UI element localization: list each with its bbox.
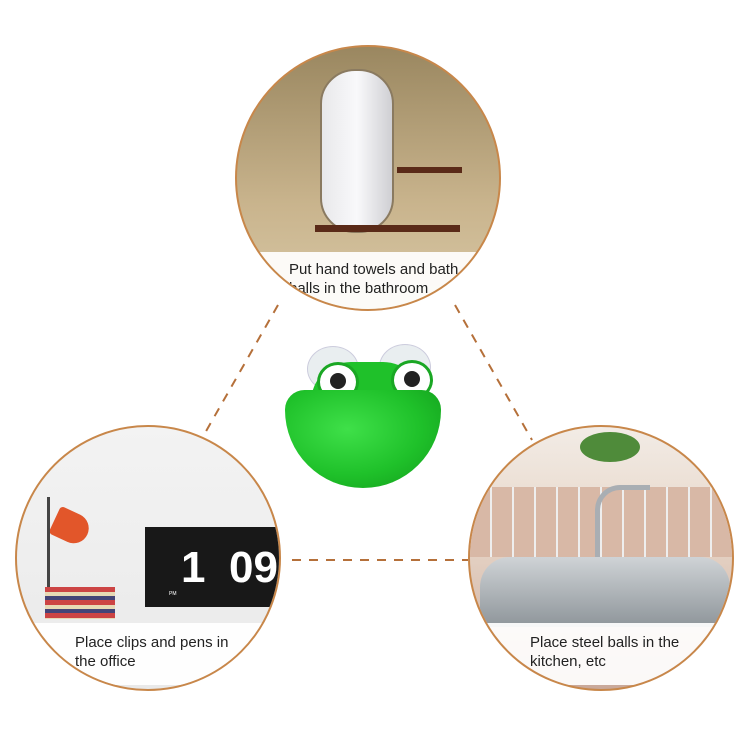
connector-top-left	[204, 304, 279, 434]
office-scene: PM 1 09 Place clips and pens in the offi…	[15, 425, 281, 691]
mirror	[320, 69, 394, 233]
sink	[480, 557, 730, 627]
plant	[580, 432, 640, 462]
bathroom-scene: Put hand towels and bath balls in the ba…	[235, 45, 501, 311]
faucet	[595, 485, 650, 560]
shelf-upper	[397, 167, 462, 173]
shelf-lower	[315, 225, 460, 232]
caption-kitchen: Place steel balls in the kitchen, etc	[530, 634, 680, 670]
frog-holder	[283, 340, 443, 490]
connector-top-right	[454, 304, 533, 441]
caption-bathroom: Put hand towels and bath balls in the ba…	[289, 261, 459, 297]
lamp-pole	[47, 497, 50, 597]
caption-office: Place clips and pens in the office	[75, 634, 229, 670]
frog-body	[285, 390, 441, 488]
books	[45, 587, 115, 619]
kitchen-scene: Place steel balls in the kitchen, etc	[468, 425, 734, 691]
desk-lamp	[48, 505, 94, 549]
flip-clock: PM 1 09	[145, 527, 279, 607]
